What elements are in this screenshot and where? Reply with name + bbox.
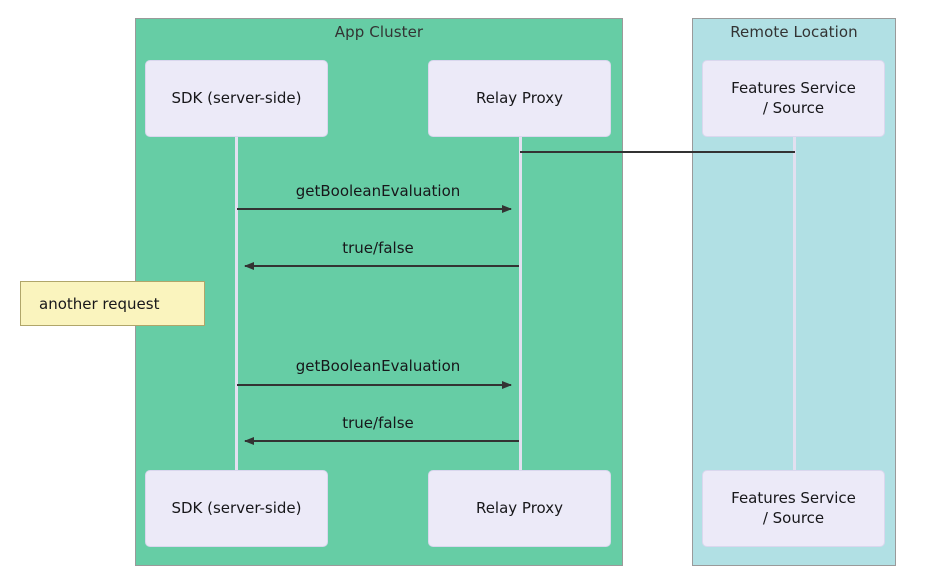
lifeline-features [793, 130, 796, 470]
actor-relay-top[interactable]: Relay Proxy [428, 60, 611, 137]
actor-sdk-bottom[interactable]: SDK (server-side) [145, 470, 328, 547]
actor-relay-bottom[interactable]: Relay Proxy [428, 470, 611, 547]
actor-sdk-top[interactable]: SDK (server-side) [145, 60, 328, 137]
message-label-1: getBooleanEvaluation [295, 182, 461, 200]
panel-remote-location-title: Remote Location [730, 23, 858, 41]
message-label-2: true/false [342, 239, 414, 257]
note-another-request: another request [20, 281, 205, 326]
message-label-3: getBooleanEvaluation [295, 357, 461, 375]
lifeline-relay [519, 130, 522, 470]
panel-app-cluster-title: App Cluster [334, 23, 424, 41]
lifeline-sdk [235, 130, 238, 470]
message-label-4: true/false [342, 414, 414, 432]
actor-features-top[interactable]: Features Service / Source [702, 60, 885, 137]
actor-features-bottom[interactable]: Features Service / Source [702, 470, 885, 547]
